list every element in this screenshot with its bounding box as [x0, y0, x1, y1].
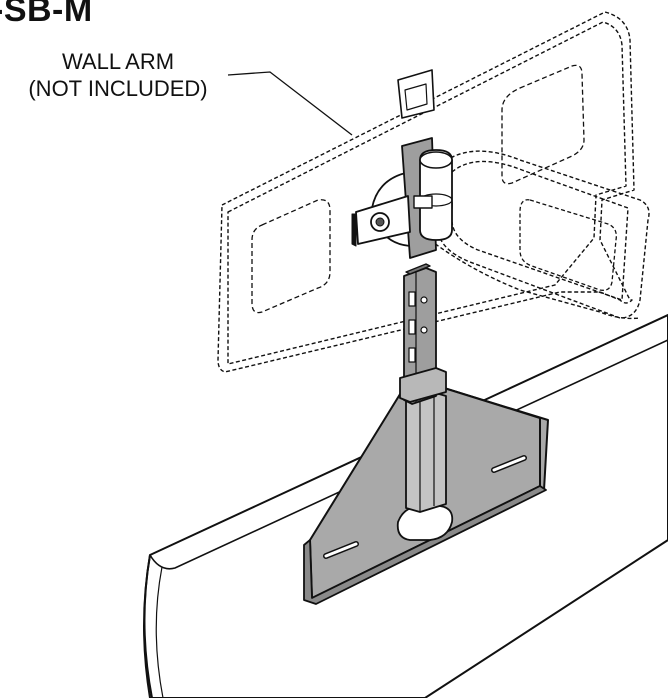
soundbar-end-cap-inner [155, 566, 164, 698]
arm-link-lower [429, 239, 641, 320]
arm-link-upper [437, 150, 650, 319]
wall-plate-cutout-left [251, 199, 331, 314]
soundbar-top-edge [149, 339, 668, 570]
callout-line-1: WALL ARM [61, 49, 175, 74]
bracket-channel [405, 391, 447, 513]
soundbar-bracket [303, 263, 549, 605]
callout-line-2: (NOT INCLUDED) [28, 76, 208, 101]
wall-plate-clip [397, 69, 435, 119]
bracket-flange [303, 485, 547, 605]
arm-link-inner [451, 160, 629, 301]
wall-plate-cutout-right [501, 64, 585, 185]
pivot-assembly [351, 137, 453, 259]
bracket-hook-tab [405, 263, 431, 275]
wall-plate-outer-2 [227, 21, 627, 365]
soundbar-end-cap [143, 554, 153, 698]
wall-plate-outer [217, 11, 635, 373]
wall-arm [217, 11, 650, 373]
pivot-post [419, 149, 453, 241]
model-title: -SB-M [0, 0, 93, 29]
wall-arm-callout: WALL ARM (NOT INCLUDED) [2, 48, 234, 102]
arm-link-cutout [519, 199, 617, 291]
callout-leader-line [227, 71, 353, 136]
bracket-collar [399, 367, 447, 403]
